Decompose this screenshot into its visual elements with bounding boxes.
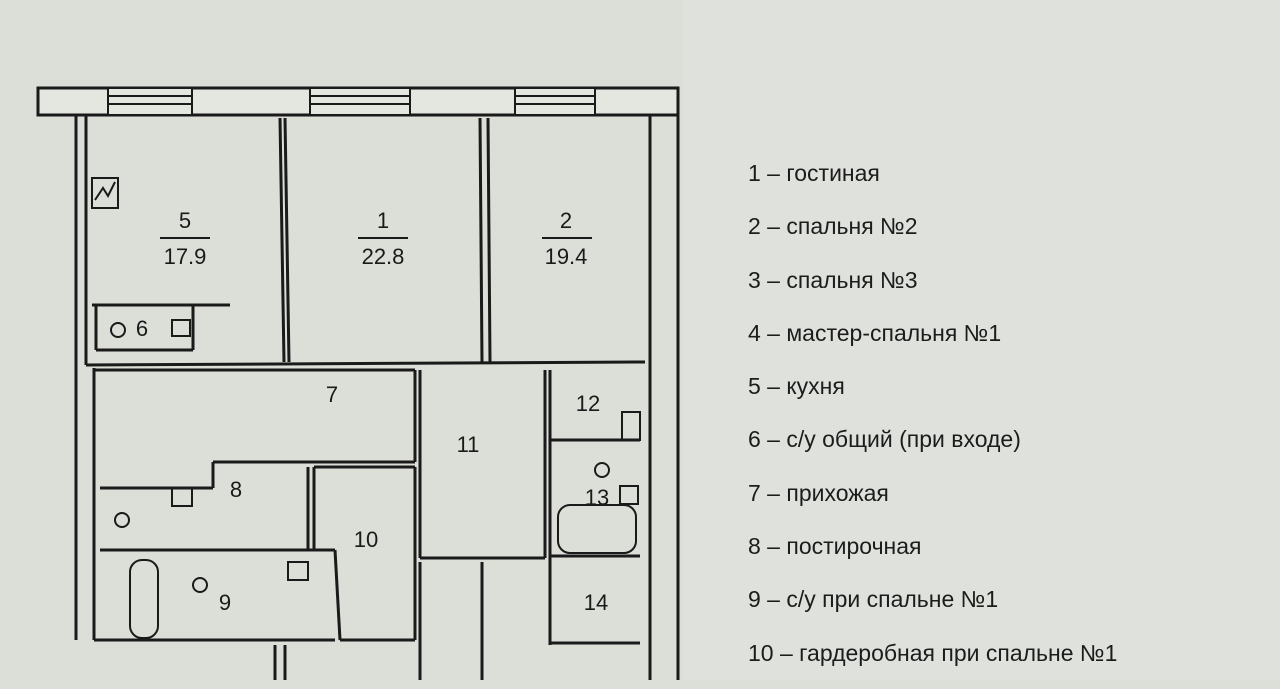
room-area: 22.8	[362, 244, 405, 269]
legend-item: 8 – постирочная	[748, 533, 922, 560]
fixtures	[91, 177, 641, 639]
room-legend: 1 – гостиная 2 – спальня №2 3 – спальня …	[748, 156, 1117, 689]
room-labels: 5 17.9 1 22.8 2 19.4 6 7 8 9 10 11 12 13…	[136, 208, 609, 615]
toilet-icon	[110, 322, 126, 338]
room-area: 19.4	[545, 244, 588, 269]
legend-item: 4 – мастер-спальня №1	[748, 319, 1002, 346]
toilet-icon	[114, 512, 130, 528]
interior-walls	[85, 117, 646, 680]
legend-item: 5 – кухня	[748, 373, 845, 400]
room-number: 7	[326, 382, 338, 407]
stove-icon	[91, 177, 119, 209]
sink-icon	[171, 487, 193, 507]
legend-item: 6 – с/у общий (при входе)	[748, 426, 1021, 453]
room-number: 5	[179, 208, 191, 233]
room-number: 9	[219, 590, 231, 615]
background-panel	[682, 0, 1280, 680]
bathtub-icon	[557, 504, 637, 554]
room-number: 2	[560, 208, 572, 233]
legend-item: 3 – спальня №3	[748, 266, 918, 293]
room-number: 1	[377, 208, 389, 233]
room-number: 13	[585, 485, 609, 510]
legend-item: 1 – гостиная	[748, 160, 880, 186]
room-area: 17.9	[164, 244, 207, 269]
toilet-icon	[192, 577, 208, 593]
room-number: 10	[354, 527, 378, 552]
legend-item: 9 – с/у при спальне №1	[748, 586, 999, 613]
toilet-icon	[594, 462, 610, 478]
sink-icon	[171, 319, 191, 337]
legend-item: 2 – спальня №2	[748, 213, 918, 240]
legend-item: 7 – прихожая	[748, 479, 889, 506]
outer-wall	[36, 86, 680, 680]
sink-icon	[619, 485, 639, 505]
room-number: 11	[457, 432, 480, 457]
shower-icon	[621, 411, 641, 441]
room-number: 14	[584, 590, 608, 615]
windows	[107, 87, 596, 116]
bathtub-icon	[129, 559, 159, 639]
room-number: 6	[136, 316, 148, 341]
floor-plan: 5 17.9 1 22.8 2 19.4 6 7 8 9 10 11 12 13…	[36, 86, 680, 680]
room-number: 8	[230, 477, 242, 502]
sink-icon	[287, 561, 309, 581]
room-number: 12	[576, 391, 600, 416]
legend-item: 10 – гардеробная при спальне №1	[748, 639, 1118, 666]
